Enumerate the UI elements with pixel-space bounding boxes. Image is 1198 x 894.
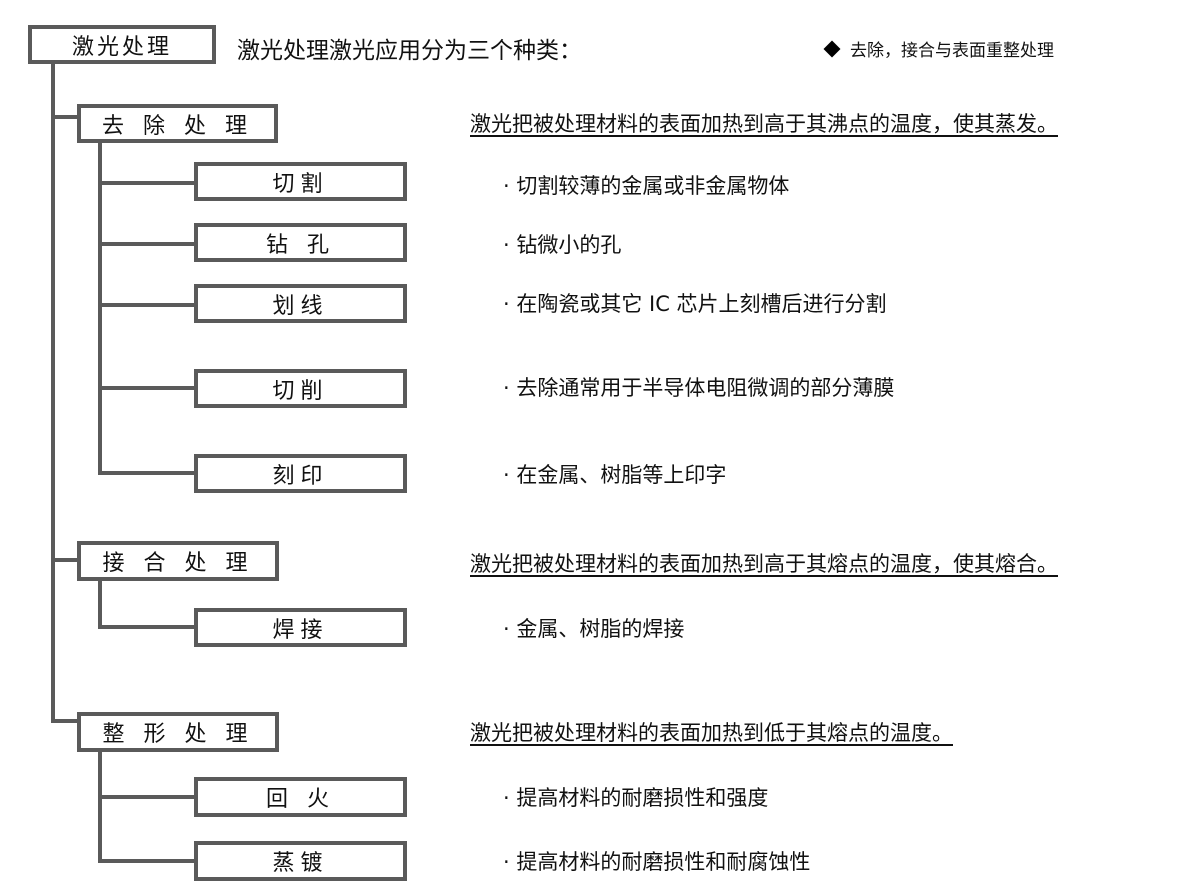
- process-label: 切削: [272, 378, 329, 404]
- diamond-icon: [823, 40, 841, 57]
- legend: 去除，接合与表面重整处理: [823, 36, 1054, 61]
- sub-trunk-line: [98, 142, 102, 475]
- category-label: 去 除 处 理: [102, 113, 253, 139]
- process-node-scribing: 划线: [194, 284, 407, 323]
- process-label: 切割: [272, 171, 329, 197]
- leaf-connector: [98, 625, 196, 629]
- category-node-reshaping: 整 形 处 理: [77, 712, 279, 752]
- category-node-removal: 去 除 处 理: [77, 104, 278, 143]
- process-note: · 钻微小的孔: [503, 233, 622, 257]
- process-note: · 在金属、树脂等上印字: [503, 463, 727, 487]
- category-description-reshaping: 激光把被处理材料的表面加热到低于其熔点的温度。: [470, 721, 953, 745]
- process-node-vapor-deposition: 蒸镀: [194, 841, 407, 881]
- branch-line: [51, 558, 79, 562]
- category-description-joining: 激光把被处理材料的表面加热到高于其熔点的温度，使其熔合。: [470, 552, 1058, 576]
- leaf-connector: [98, 386, 196, 390]
- leaf-connector: [98, 181, 196, 185]
- process-label: 钻 孔: [266, 232, 335, 258]
- category-node-joining: 接 合 处 理: [77, 541, 279, 581]
- leaf-connector: [98, 859, 196, 863]
- category-label: 接 合 处 理: [102, 551, 254, 576]
- diagram-title: 激光处理激光应用分为三个种类：: [237, 38, 582, 64]
- category-label: 整 形 处 理: [102, 722, 254, 747]
- leaf-connector: [98, 471, 196, 475]
- sub-trunk-line: [98, 751, 102, 863]
- process-note: · 在陶瓷或其它 IC 芯片上刻槽后进行分割: [503, 292, 887, 316]
- process-note: · 切割较薄的金属或非金属物体: [503, 174, 790, 198]
- process-node-marking: 刻印: [194, 454, 407, 493]
- leaf-connector: [98, 303, 196, 307]
- process-node-tempering: 回 火: [194, 777, 407, 817]
- process-note: · 金属、树脂的焊接: [503, 617, 685, 641]
- process-node-welding: 焊接: [194, 608, 407, 647]
- root-node-box: 激光处理: [28, 25, 216, 64]
- category-description-removal: 激光把被处理材料的表面加热到高于其沸点的温度，使其蒸发。: [470, 112, 1058, 136]
- leaf-connector: [98, 242, 196, 246]
- process-label: 焊接: [272, 617, 329, 643]
- process-label: 划线: [272, 293, 329, 319]
- sub-trunk-line: [98, 580, 102, 629]
- branch-line: [51, 719, 79, 723]
- process-node-cutting: 切割: [194, 162, 407, 201]
- leaf-connector: [98, 795, 196, 799]
- root-node-label: 激光处理: [71, 34, 172, 60]
- branch-line: [51, 115, 79, 119]
- process-note: · 去除通常用于半导体电阻微调的部分薄膜: [503, 376, 895, 400]
- process-note: · 提高材料的耐磨损性和耐腐蚀性: [503, 850, 811, 874]
- process-note: · 提高材料的耐磨损性和强度: [503, 786, 769, 810]
- process-node-trimming: 切削: [194, 369, 407, 408]
- process-label: 刻印: [272, 463, 329, 489]
- process-node-drilling: 钻 孔: [194, 223, 407, 262]
- process-label: 回 火: [266, 787, 335, 812]
- legend-text: 去除，接合与表面重整处理: [850, 41, 1054, 61]
- trunk-line: [51, 63, 55, 723]
- process-label: 蒸镀: [272, 851, 329, 876]
